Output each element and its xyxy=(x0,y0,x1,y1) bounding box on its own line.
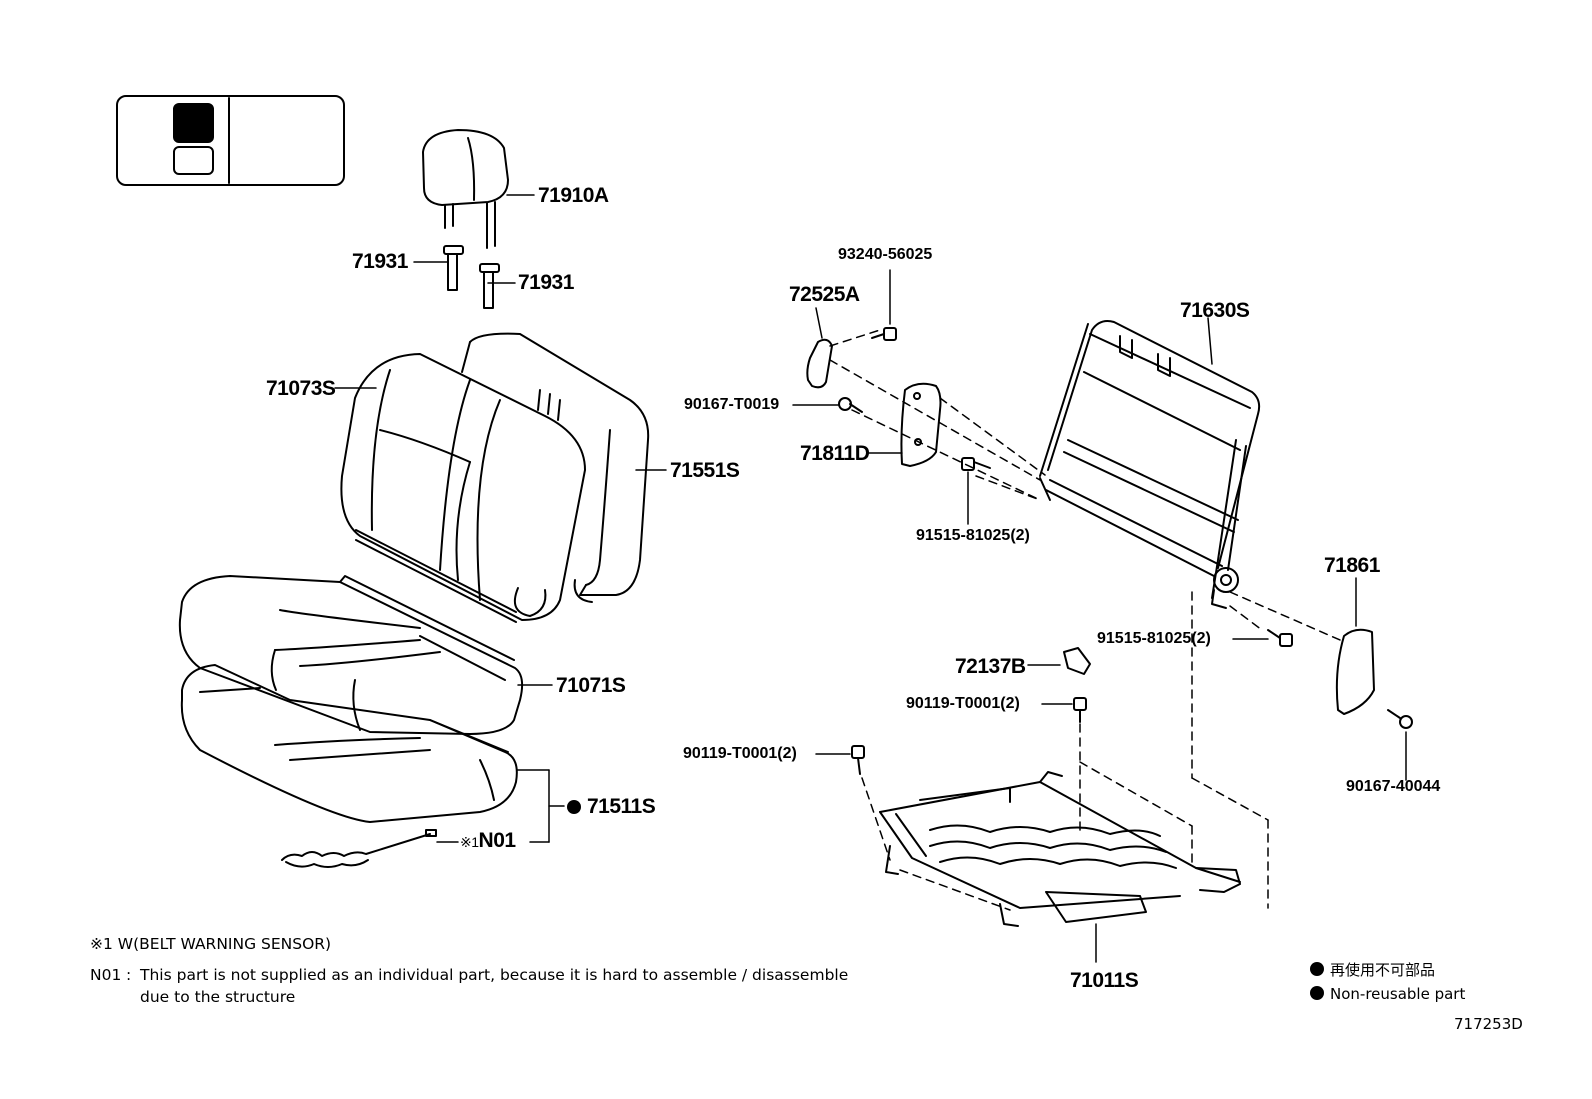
part-label-back-cover: 71073S xyxy=(266,377,336,400)
legend-english-text: Non-reusable part xyxy=(1330,985,1466,1003)
lever-knob-drawing xyxy=(806,307,833,389)
part-label-back-pad: 71551S xyxy=(670,459,740,482)
footnote-sensor: ※1 W(BELT WARNING SENSOR) xyxy=(90,935,332,953)
part-label-back-frame: 71630S xyxy=(1180,299,1250,322)
seatback-frame-drawing xyxy=(1039,317,1261,609)
part-label-cushion-pad: 71511S xyxy=(567,795,656,818)
headrest-drawing xyxy=(422,129,509,249)
footnote-n01-line1: This part is not supplied as an individu… xyxy=(140,966,849,984)
part-label-screw-lever: 90167-T0019 xyxy=(684,396,780,413)
dashed-guides-upper xyxy=(829,329,1046,501)
dashed-guides-frame xyxy=(1191,591,1341,909)
cushion-pad-drawing xyxy=(180,664,518,823)
footnote-n01-colon: : xyxy=(126,966,132,984)
part-label-bolt-bracket: 90119-T0001(2) xyxy=(906,695,1020,712)
footnote-n01-key: N01 xyxy=(90,966,122,984)
seatback-pad-drawing xyxy=(461,332,650,603)
part-label-lever-knob: 72525A xyxy=(789,283,860,306)
part-label-cushion-cover: 71071S xyxy=(556,674,626,697)
footnote-n01-line2: due to the structure xyxy=(140,988,296,1006)
seatback-cover-drawing xyxy=(340,353,586,623)
part-label-cushion-pad-number: 71511S xyxy=(587,795,656,818)
non-reusable-legend-icon xyxy=(1310,962,1324,976)
non-reusable-legend-icon-en xyxy=(1310,986,1324,1000)
part-label-bolt-upper: 91515-81025(2) xyxy=(916,527,1030,544)
part-label-support-left: 71931 xyxy=(352,250,408,273)
screw-top-drawing xyxy=(871,269,897,341)
legend-japanese-text: 再使用不可部品 xyxy=(1330,961,1436,979)
hinge-cover-drawing xyxy=(867,382,942,467)
non-reusable-marker-icon xyxy=(567,800,581,814)
sensor-wiring-drawing xyxy=(281,829,437,868)
bracket-drawing xyxy=(1027,647,1091,675)
part-label-cushion-frame: 71011S xyxy=(1070,969,1139,992)
screw-lever-drawing xyxy=(792,397,863,413)
part-label-bracket: 72137B xyxy=(955,655,1026,678)
part-label-screw-top: 93240-56025 xyxy=(838,246,933,263)
legend-english: Non-reusable part xyxy=(1310,986,1465,1002)
part-label-cover-hinge: 71811D xyxy=(800,442,870,465)
part-label-bolt-left: 90119-T0001(2) xyxy=(683,745,797,762)
headrest-supports-drawing xyxy=(443,245,500,309)
bolt-right-drawing xyxy=(1232,629,1293,647)
part-label-headrest: 71910A xyxy=(538,184,609,207)
bolt-upper-drawing xyxy=(961,457,991,525)
legend-japanese: 再使用不可部品 xyxy=(1310,962,1435,978)
part-label-sensor: ※1N01 xyxy=(460,830,516,851)
diagram-id: 717253D xyxy=(1454,1015,1523,1033)
part-label-bolt-right: 91515-81025(2) xyxy=(1097,630,1211,647)
left-leader-lines xyxy=(334,194,667,686)
part-label-screw-right: 90167-40044 xyxy=(1346,778,1441,795)
sensor-note-prefix: ※1 xyxy=(460,834,479,850)
screw-right-drawing xyxy=(1387,709,1413,781)
part-label-support-right: 71931 xyxy=(518,271,574,294)
bolt-left-drawing xyxy=(815,745,865,775)
bracket-lines xyxy=(436,769,565,843)
dashed-guides-lower xyxy=(861,723,1193,911)
part-label-side-cover: 71861 xyxy=(1324,554,1380,577)
bolt-bracket-drawing xyxy=(1041,697,1087,723)
side-cover-drawing xyxy=(1335,577,1375,715)
cushion-frame-drawing xyxy=(879,771,1241,963)
part-label-sensor-number: N01 xyxy=(478,829,517,852)
cushion-cover-drawing xyxy=(178,575,524,735)
seat-position-indicator xyxy=(116,95,345,186)
